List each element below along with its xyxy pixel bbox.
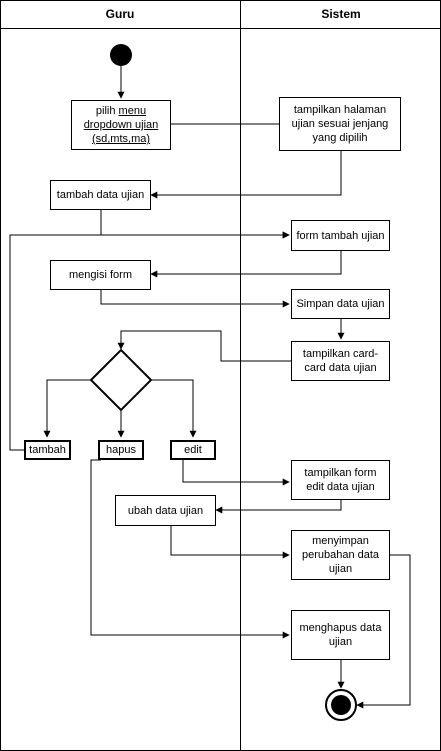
- edge-hapus-to-menghapus: [90, 459, 290, 639]
- pilih-menu-text-pre: pilih: [95, 105, 119, 117]
- edge-tampilkan-form-edit-to-ubah: [215, 500, 342, 514]
- pilih-menu-text-dropdown: dropdown ujian: [83, 119, 159, 131]
- action-pilih-menu: pilih menu dropdown ujian (sd,mts,ma): [71, 100, 171, 150]
- action-tambah: tambah: [24, 440, 71, 460]
- action-simpan-data-ujian: Simpan data ujian: [291, 289, 390, 319]
- lane-title-sistem: Sistem: [321, 7, 361, 21]
- action-edit: edit: [170, 440, 216, 460]
- action-tampilkan-card: tampilkan card-card data ujian: [291, 341, 390, 381]
- end-node-core: [331, 695, 351, 715]
- edge-menyimpan-to-end: [356, 554, 411, 709]
- lane-title-guru: Guru: [105, 7, 135, 21]
- action-mengisi-form: mengisi form: [50, 260, 151, 290]
- start-node: [110, 44, 132, 66]
- action-form-tambah-ujian: form tambah ujian: [291, 220, 390, 251]
- edge-tampilkan-card-to-decision: [117, 330, 291, 362]
- edge-mengisi-form-to-simpan: [100, 290, 290, 308]
- action-menghapus-data-ujian: menghapus data ujian: [291, 610, 390, 660]
- edge-decision-to-edit: [151, 379, 197, 438]
- edge-edit-to-tampilkan-form-edit: [182, 460, 290, 486]
- action-menyimpan-perubahan: menyimpan perubahan data ujian: [291, 530, 390, 580]
- action-tampilkan-form-edit: tampilkan form edit data ujian: [291, 460, 390, 500]
- edge-tampilkan-halaman-to-tambah-data: [150, 151, 342, 199]
- edge-tambah-data-to-form-tambah: [100, 210, 290, 239]
- edge-form-tambah-to-mengisi-form: [150, 251, 342, 278]
- edge-decision-to-tambah: [43, 379, 91, 438]
- edge-tambah-loop-to-form-tambah: [9, 231, 290, 451]
- pilih-menu-text-menu: menu: [118, 105, 147, 117]
- pilih-menu-text-levels: (sd,mts,ma): [91, 133, 151, 145]
- action-tampilkan-halaman: tampilkan halaman ujian sesuai jenjang y…: [279, 97, 401, 151]
- action-tambah-data-ujian: tambah data ujian: [50, 180, 151, 210]
- decision-node: [89, 348, 153, 412]
- action-hapus: hapus: [98, 440, 144, 460]
- action-ubah-data-ujian: ubah data ujian: [115, 495, 216, 526]
- edge-ubah-to-menyimpan: [170, 526, 290, 559]
